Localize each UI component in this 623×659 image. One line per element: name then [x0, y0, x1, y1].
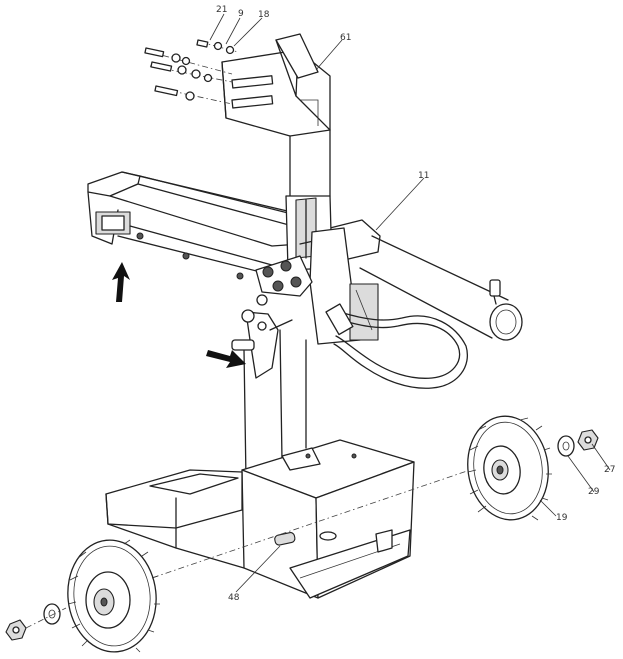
callout-19: 19: [556, 513, 568, 523]
callout-48: 48: [228, 593, 240, 603]
mounting-plate: [136, 232, 313, 306]
callout-9: 9: [238, 9, 244, 19]
callout-21: 21: [216, 5, 227, 15]
left-wheel: [67, 539, 160, 653]
foot-plate: [105, 469, 245, 569]
arrow-right-icon: [206, 350, 246, 368]
callout-11: 11: [418, 171, 429, 181]
leader-lines: [209, 13, 611, 593]
bolt: [154, 85, 195, 101]
top-bracket: [221, 33, 331, 197]
arrow-up-icon: [112, 262, 130, 302]
callout-29: 29: [588, 487, 600, 497]
left-washer: [43, 603, 61, 625]
vertical-column: [243, 195, 379, 481]
right-nut: [577, 429, 599, 451]
callout-18: 18: [258, 10, 270, 20]
base-box: [241, 439, 415, 599]
right-washer: [557, 435, 575, 457]
bolt: [196, 39, 235, 55]
bolt: [150, 61, 213, 83]
hydraulic-cylinder: [329, 219, 523, 341]
lever-handle: [231, 309, 293, 379]
callout-27: 27: [604, 465, 615, 475]
right-wheel: [467, 415, 552, 521]
bolt: [144, 47, 191, 66]
left-nut: [5, 619, 27, 641]
bracket-bolts: [144, 39, 239, 105]
callout-61: 61: [340, 33, 351, 43]
curved-handle: [325, 303, 468, 389]
